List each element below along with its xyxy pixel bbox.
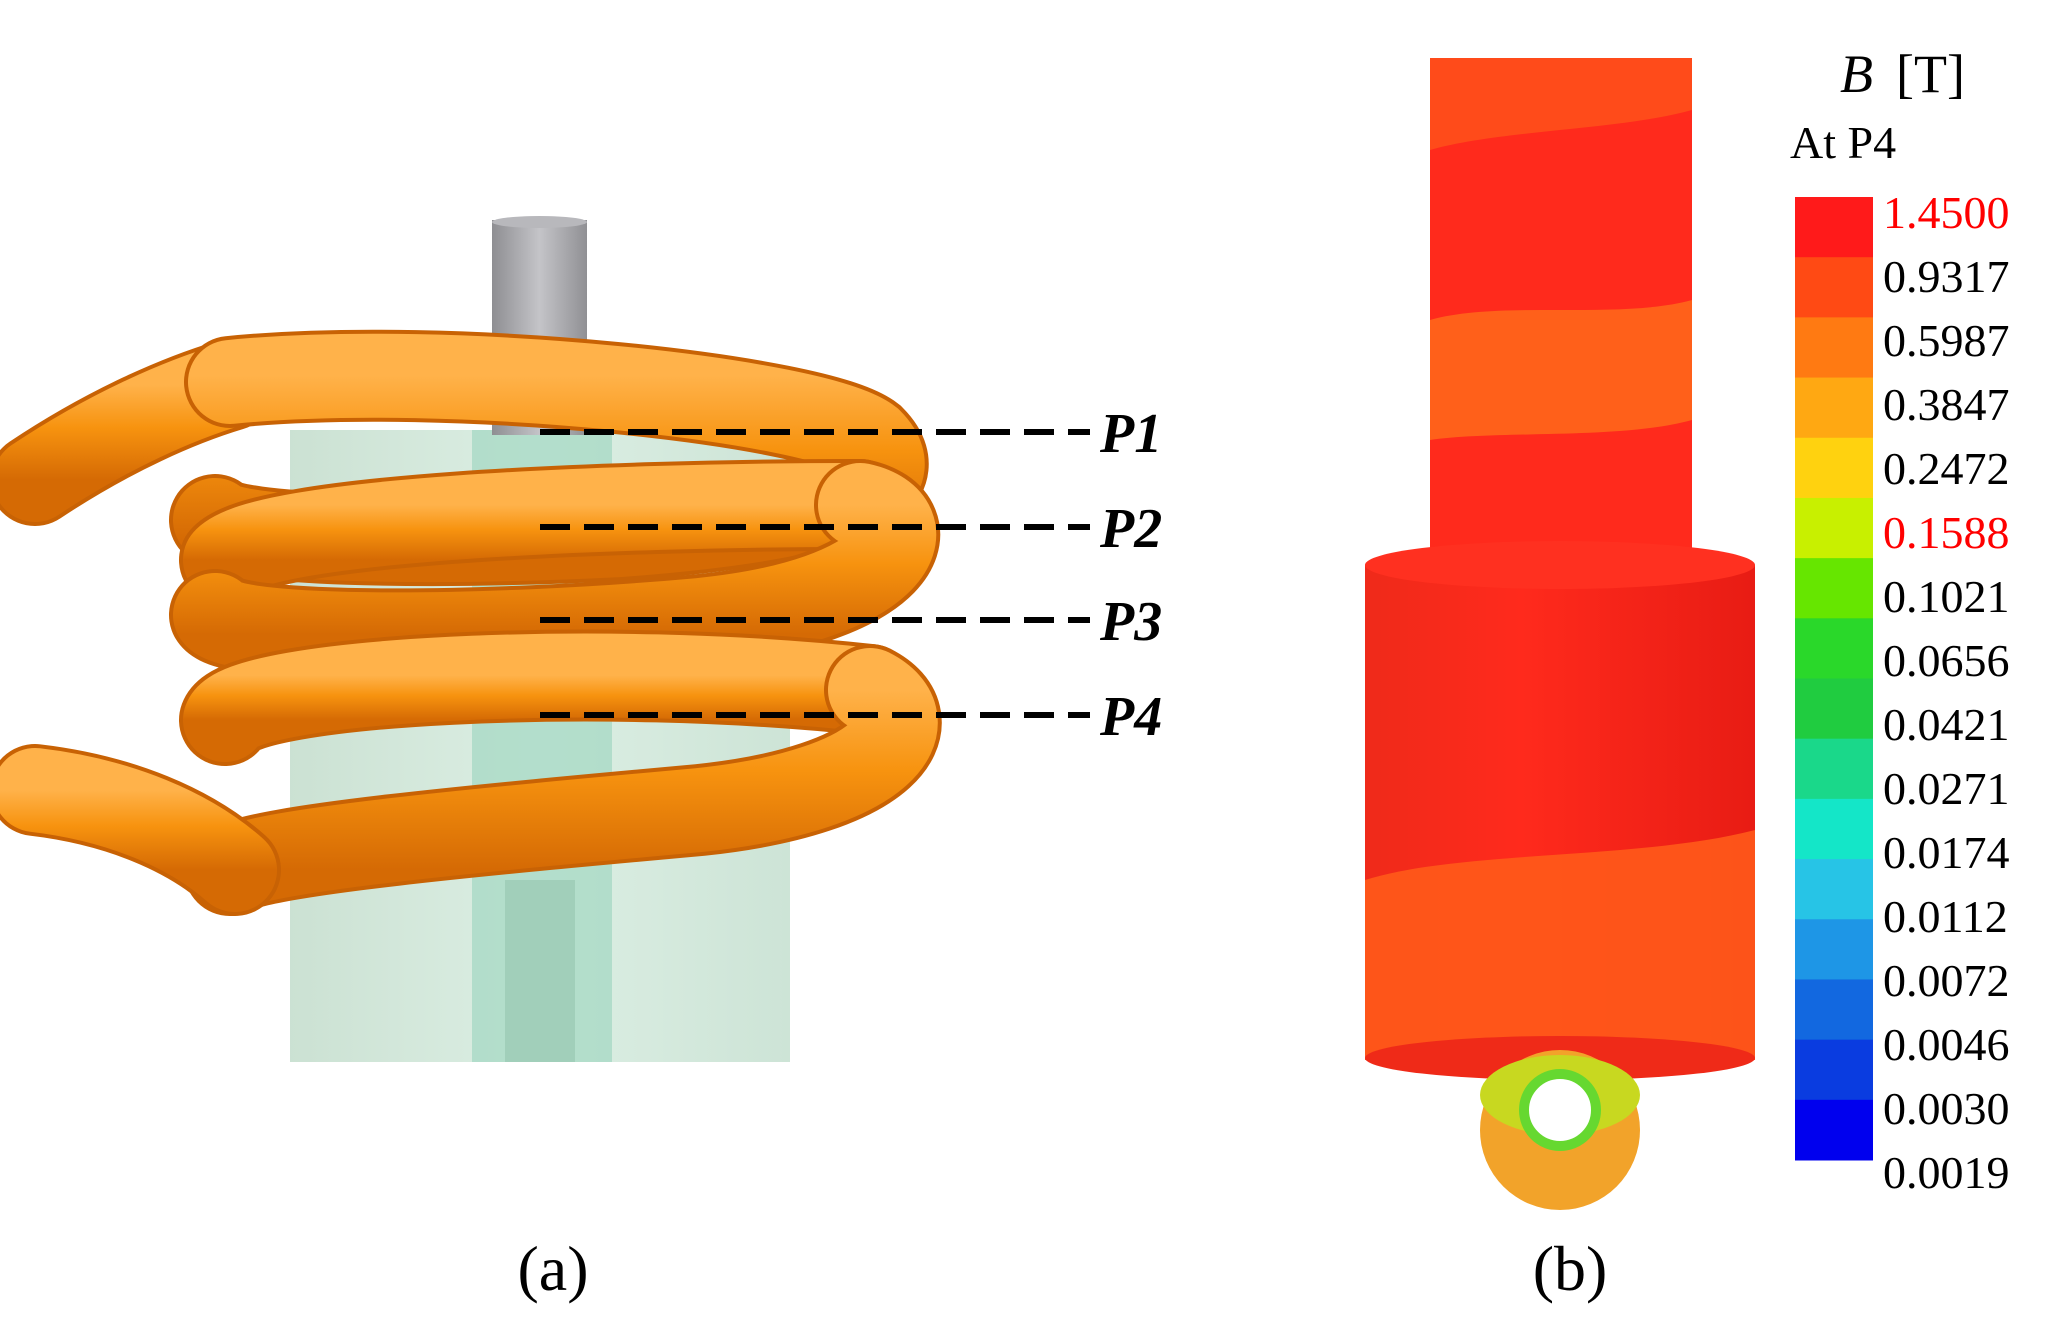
label-p2: P2 — [1099, 498, 1162, 560]
legend-swatch — [1795, 497, 1873, 559]
legend-swatch — [1795, 317, 1873, 379]
legend-color-bar — [1795, 197, 1873, 1161]
legend-value-label: 0.0112 — [1883, 891, 2008, 942]
legend-swatch — [1795, 558, 1873, 619]
legend-swatch — [1795, 377, 1873, 439]
legend-value-label: 0.1588 — [1883, 507, 2010, 558]
legend-value-label: 0.0271 — [1883, 763, 2010, 814]
legend-value-label: 1.4500 — [1883, 187, 2010, 238]
legend-value-label: 0.3847 — [1883, 379, 2010, 430]
legend-value-label: 0.0656 — [1883, 635, 2010, 686]
panel-a-illustration: P1 P2 P3 P4 (a) — [0, 216, 1162, 1304]
legend-swatch — [1795, 1039, 1873, 1101]
legend-swatch — [1795, 859, 1873, 920]
label-p3: P3 — [1099, 591, 1162, 653]
caption-a: (a) — [517, 1233, 588, 1304]
legend-value-label: 0.0019 — [1883, 1147, 2010, 1198]
legend: B [T] At P4 1.4500 0.9317 0.5987 0.3847 0.24… — [1790, 44, 2010, 1198]
legend-subtitle: At P4 — [1790, 117, 1896, 168]
legend-value-label: 0.0046 — [1883, 1019, 2010, 1070]
legend-value-label: 0.0030 — [1883, 1083, 2010, 1134]
legend-swatch — [1795, 738, 1873, 800]
point-labels: P1 P2 P3 P4 — [1099, 403, 1162, 748]
panel-b-illustration: B [T] At P4 1.4500 0.9317 0.5987 0.3847 0.24… — [1365, 44, 2010, 1304]
legend-value-label: 0.1021 — [1883, 571, 2010, 622]
legend-swatch — [1795, 678, 1873, 740]
eyelet — [1480, 1050, 1640, 1210]
legend-value-label: 0.0421 — [1883, 699, 2010, 750]
legend-value-label: 0.0072 — [1883, 955, 2010, 1006]
legend-swatch — [1795, 257, 1873, 318]
coil — [0, 329, 942, 916]
legend-value-label: 0.5987 — [1883, 315, 2010, 366]
legend-swatch — [1795, 437, 1873, 499]
label-p4: P4 — [1099, 686, 1162, 748]
legend-swatch — [1795, 919, 1873, 980]
label-p1: P1 — [1099, 403, 1162, 465]
legend-title-symbol: B — [1840, 44, 1873, 104]
legend-value-label: 0.9317 — [1883, 251, 2010, 302]
caption-b: (b) — [1533, 1233, 1608, 1304]
legend-title-unit: [T] — [1896, 44, 1965, 104]
legend-swatch — [1795, 197, 1873, 258]
legend-value-label: 0.2472 — [1883, 443, 2010, 494]
legend-swatch — [1795, 798, 1873, 860]
legend-swatch — [1795, 1099, 1873, 1161]
legend-value-label: 0.0174 — [1883, 827, 2010, 878]
legend-swatch — [1795, 618, 1873, 679]
legend-value-labels: 1.4500 0.9317 0.5987 0.3847 0.2472 0.1588 0.10… — [1883, 187, 2010, 1198]
legend-swatch — [1795, 979, 1873, 1041]
position-lines — [540, 429, 1090, 718]
